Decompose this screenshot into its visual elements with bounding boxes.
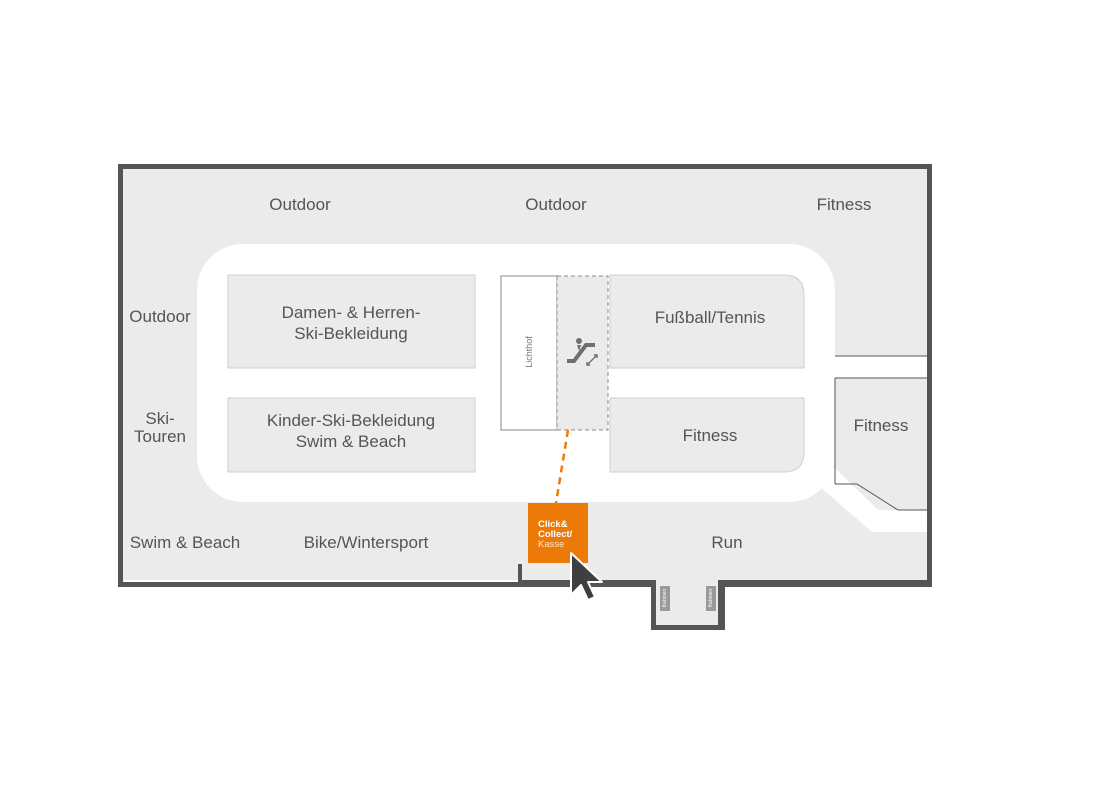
cabin-left bbox=[660, 586, 670, 611]
zone-outdoor-left: Outdoor bbox=[129, 307, 191, 326]
zone-ski-touren-1: Ski- bbox=[145, 409, 174, 428]
zone-kinder-1: Kinder-Ski-Bekleidung bbox=[267, 411, 435, 430]
block-kinder bbox=[227, 397, 476, 473]
zone-ski-touren-2: Touren bbox=[134, 427, 186, 446]
pointer-cursor-icon bbox=[570, 552, 603, 601]
click-collect-line3: Kasse bbox=[538, 539, 564, 550]
right-notch bbox=[835, 356, 927, 378]
block-lichthof bbox=[500, 275, 558, 431]
block-damen bbox=[227, 274, 476, 369]
zone-damen-2: Ski-Bekleidung bbox=[294, 324, 407, 343]
block-fussball bbox=[609, 274, 805, 369]
cabin-right bbox=[706, 586, 716, 611]
click-collect-line2: Collect/ bbox=[538, 529, 573, 540]
zone-damen-1: Damen- & Herren- bbox=[282, 303, 421, 322]
zone-fitness-center: Fitness bbox=[683, 426, 738, 445]
cabin-right-label: Kabinen bbox=[708, 589, 714, 608]
cabin-left-label: Kabinen bbox=[662, 589, 668, 608]
route-line bbox=[554, 429, 570, 504]
zone-fitness-right: Fitness bbox=[854, 416, 909, 435]
zone-outdoor-1: Outdoor bbox=[269, 195, 331, 214]
zone-bike: Bike/Wintersport bbox=[304, 533, 429, 552]
zone-run: Run bbox=[711, 533, 742, 552]
escalator-icon bbox=[567, 338, 598, 366]
zone-fussball: Fußball/Tennis bbox=[655, 308, 766, 327]
click-collect-box[interactable] bbox=[528, 503, 588, 563]
zone-swim-left: Swim & Beach bbox=[130, 533, 241, 552]
floor-lower-left-fill bbox=[123, 500, 518, 580]
block-fitness-center bbox=[609, 397, 805, 473]
zone-outdoor-2: Outdoor bbox=[525, 195, 587, 214]
right-notch-wall bbox=[834, 355, 927, 511]
zone-kinder-2: Swim & Beach bbox=[296, 432, 407, 451]
zone-fitness-top: Fitness bbox=[817, 195, 872, 214]
zone-lichthof: Lichthof bbox=[524, 336, 534, 368]
click-collect-line1: Click& bbox=[538, 519, 568, 530]
